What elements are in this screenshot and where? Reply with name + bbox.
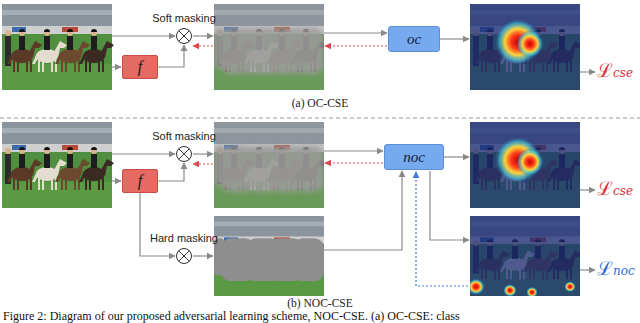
flow-arrow xyxy=(324,32,387,33)
flow-arrow xyxy=(193,255,213,256)
multiply-symbol xyxy=(179,251,190,262)
subfigure-label: (b) NOC-CSE xyxy=(287,297,353,310)
gradient-arrow xyxy=(325,162,383,163)
flow-arrow xyxy=(440,38,469,39)
flow-arrow xyxy=(158,45,184,67)
flow-arrow xyxy=(444,156,469,157)
cam-heatmap xyxy=(470,216,580,296)
figure-caption: Figure 2: Diagram of our proposed advers… xyxy=(3,310,460,323)
multiply-symbol xyxy=(177,147,192,162)
operation-label: Soft masking xyxy=(152,130,216,143)
soft-masked-image xyxy=(214,4,324,90)
gradient-arrow xyxy=(193,163,213,164)
loss-label: ℒcse xyxy=(597,176,633,201)
node-text: oc xyxy=(407,31,421,48)
flow-arrow xyxy=(430,171,469,240)
gradient-arrow xyxy=(416,172,468,286)
hard-masked-image xyxy=(214,216,324,296)
flow-arrow xyxy=(580,269,595,270)
flow-arrows xyxy=(112,151,595,286)
panel-separator xyxy=(0,118,640,119)
flow-arrow xyxy=(112,153,175,154)
input-image xyxy=(2,4,114,90)
flow-arrow xyxy=(580,189,595,190)
operation-label: Soft masking xyxy=(152,12,216,25)
flow-arrow xyxy=(193,35,213,36)
gradient-arrow xyxy=(193,45,213,46)
multiply-symbol xyxy=(177,29,192,44)
node-text: f xyxy=(138,172,142,190)
classifier-box: noc xyxy=(384,144,444,170)
flow-arrow xyxy=(580,71,595,72)
multiply-symbol xyxy=(179,149,190,160)
mask-generator-box: f xyxy=(122,55,158,79)
node-text: noc xyxy=(403,149,425,166)
gradient-arrow xyxy=(325,45,387,46)
input-image xyxy=(2,122,114,208)
operation-label: Hard masking xyxy=(150,232,218,245)
flow-arrow xyxy=(158,163,184,181)
multiply-symbol xyxy=(177,249,192,264)
cam-heatmap xyxy=(470,4,580,90)
mask-generator-box: f xyxy=(122,169,158,193)
cam-heatmap xyxy=(470,122,580,208)
flow-arrow xyxy=(112,180,121,181)
flow-arrow xyxy=(324,171,402,250)
flow-arrow xyxy=(140,193,175,256)
flow-arrow xyxy=(324,150,383,151)
flow-arrow xyxy=(193,153,213,154)
soft-masked-image xyxy=(214,122,324,208)
node-text: f xyxy=(138,58,142,76)
loss-label: ℒnoc xyxy=(597,256,635,281)
flow-arrow xyxy=(112,66,121,67)
classifier-box: oc xyxy=(388,26,440,52)
flow-arrow xyxy=(112,35,175,36)
loss-label: ℒcse xyxy=(597,58,633,83)
subfigure-label: (a) OC-CSE xyxy=(292,97,349,110)
multiply-symbol xyxy=(179,31,190,42)
